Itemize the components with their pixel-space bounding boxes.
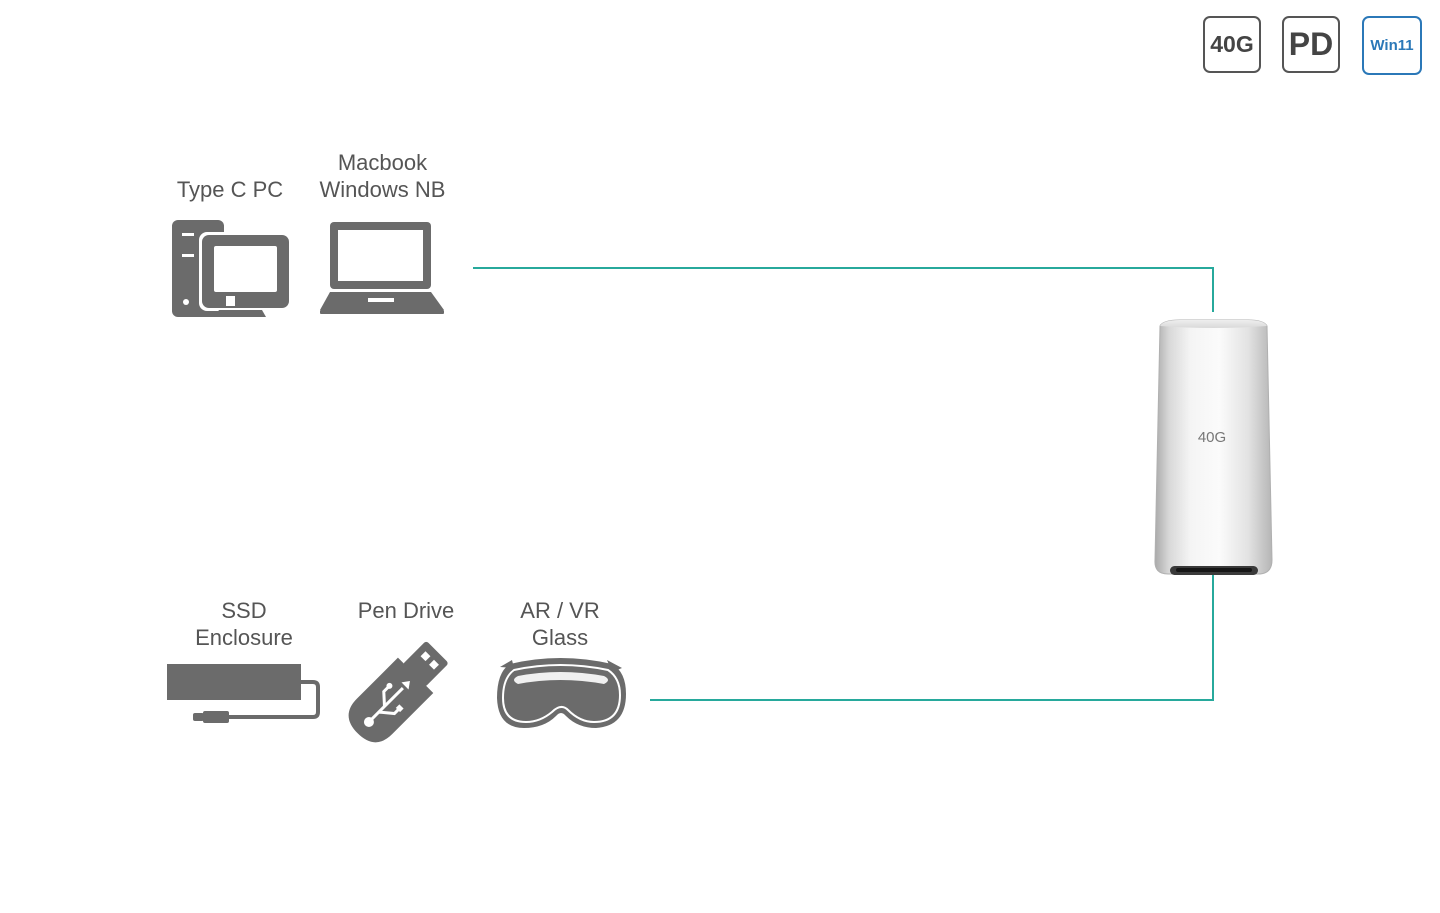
laptop-label-line2: Windows NB bbox=[319, 177, 446, 202]
ar-vr-glass-label: AR / VR Glass bbox=[490, 597, 630, 651]
laptop-label-line1: Macbook bbox=[337, 150, 428, 175]
type-c-pc-label: Type C PC bbox=[155, 176, 305, 203]
pen-drive-label: Pen Drive bbox=[340, 597, 472, 624]
usb4-adapter-device bbox=[1154, 319, 1273, 575]
ar-vr-label-line1: AR / VR bbox=[520, 598, 600, 623]
ar-vr-label-line2: Glass bbox=[531, 625, 589, 650]
40g-badge: 40G bbox=[1203, 16, 1261, 73]
ar-vr-headset-icon bbox=[497, 658, 626, 728]
pen-drive-icon bbox=[348, 641, 448, 743]
laptop-label: Macbook Windows NB bbox=[300, 149, 465, 203]
ssd-label-line2: Enclosure bbox=[195, 625, 293, 650]
type-c-pc-text: Type C PC bbox=[176, 177, 284, 202]
device-connector-line bbox=[650, 575, 1214, 701]
ssd-enclosure-icon bbox=[167, 664, 320, 723]
win11-badge: Win11 bbox=[1362, 16, 1422, 75]
laptop-icon bbox=[320, 222, 444, 314]
host-connector-line bbox=[473, 267, 1214, 312]
ssd-label-line1: SSD bbox=[221, 598, 267, 623]
desktop-pc-icon bbox=[172, 220, 292, 317]
ssd-enclosure-label: SSD Enclosure bbox=[168, 597, 320, 651]
adapter-40g-label: 40G bbox=[1197, 429, 1227, 446]
pen-drive-text: Pen Drive bbox=[357, 598, 455, 623]
pd-badge: PD bbox=[1282, 16, 1340, 73]
